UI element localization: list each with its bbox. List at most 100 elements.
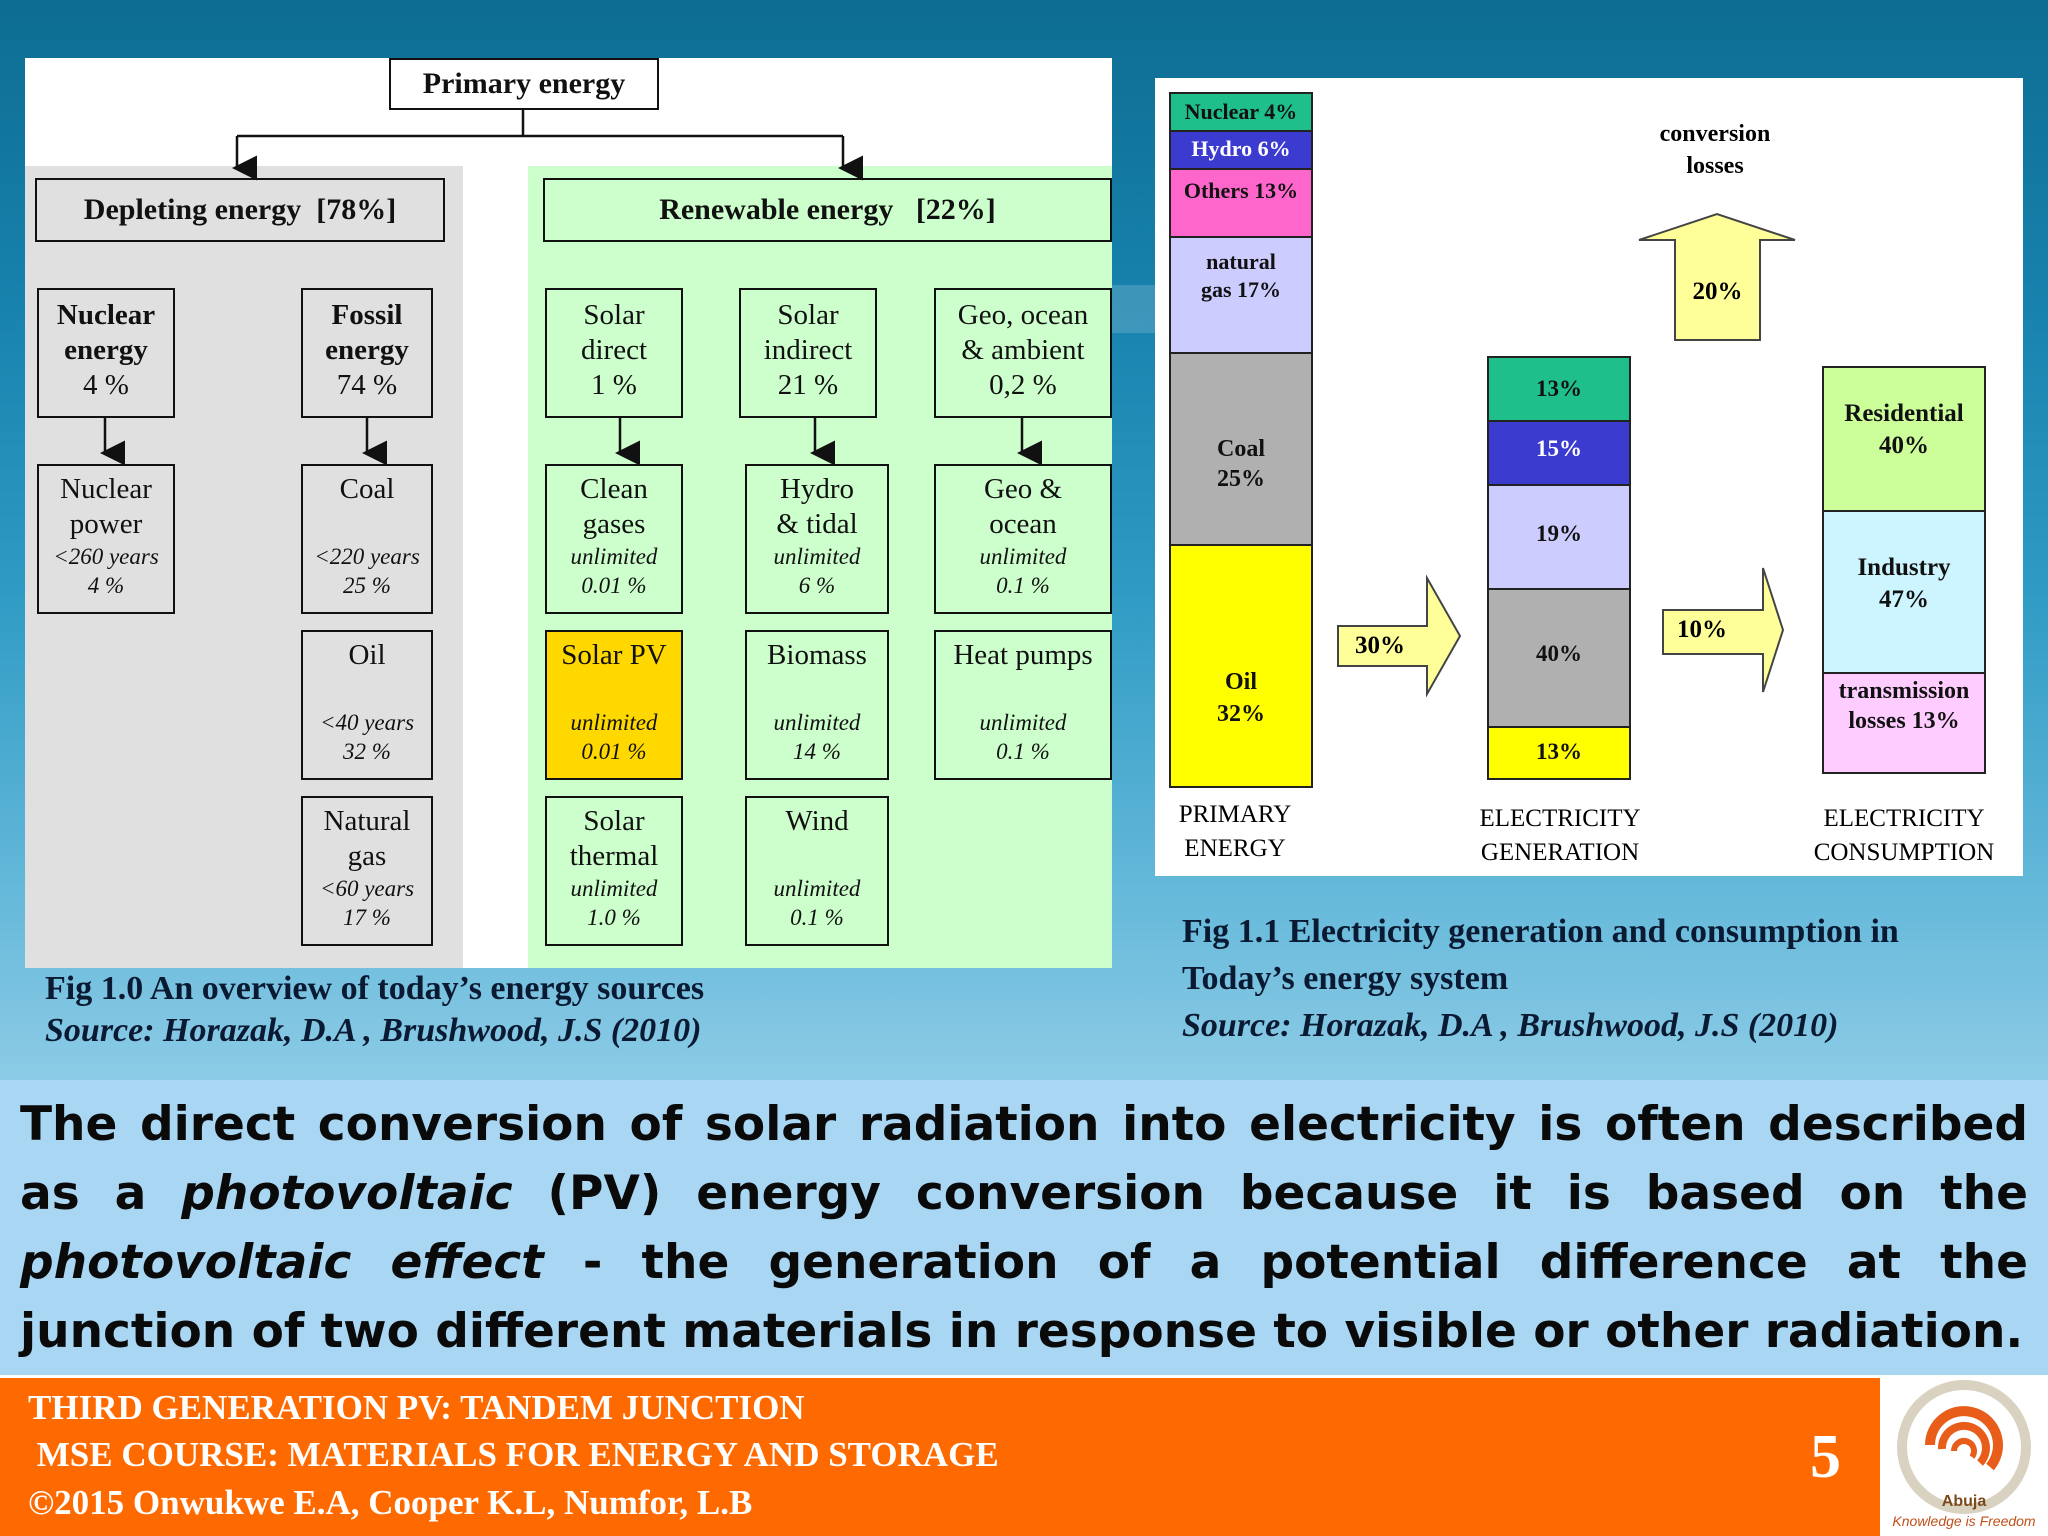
solar-pv-share: 0.01 % bbox=[581, 739, 647, 764]
generation-label-5: 13% bbox=[1536, 739, 1582, 764]
geo-ambient-line2: & ambient bbox=[961, 334, 1085, 366]
body-text-3: - the generation of a potential differen… bbox=[20, 1235, 2028, 1359]
fossil-energy-line2: energy bbox=[325, 334, 409, 366]
solar-pv-name: Solar PV bbox=[561, 639, 667, 671]
solar-indirect-share: 21 % bbox=[777, 369, 839, 401]
figure-1-0-source: Source: Horazak, D.A , Brushwood, J.S (2… bbox=[45, 1012, 702, 1049]
geo-ambient-share: 0,2 % bbox=[989, 369, 1057, 401]
depleting-energy-box: Depleting energy [78%] bbox=[35, 178, 445, 242]
geo-ocean-share: 0.1 % bbox=[996, 573, 1050, 598]
biomass-name: Biomass bbox=[767, 639, 867, 671]
loss-percent: 20% bbox=[1692, 278, 1743, 305]
primary-oil-label: Oil 32% bbox=[1217, 669, 1265, 727]
figure-1-0-title: Fig 1.0 An overview of today’s energy so… bbox=[45, 970, 705, 1007]
footer-bar bbox=[0, 1375, 1880, 1536]
body-text-background bbox=[0, 1080, 2048, 1375]
consumption-arrow bbox=[1662, 567, 1785, 693]
solar-indirect-line2: indirect bbox=[763, 334, 853, 366]
geo-ocean-box: Geo & ocean unlimited 0.1 % bbox=[934, 464, 1112, 614]
heat-pumps-life: unlimited bbox=[979, 710, 1067, 735]
generation-arrow bbox=[1337, 574, 1462, 698]
renewable-energy-label: Renewable energy [22%] bbox=[659, 193, 996, 226]
nuclear-power-box: Nuclear power <260 years 4 % bbox=[37, 464, 175, 614]
primary-energy-box: Primary energy bbox=[389, 58, 659, 110]
clean-gases-line1: Clean bbox=[580, 473, 648, 505]
nuclear-power-share: 4 % bbox=[87, 573, 125, 598]
generation-arrow-percent: 30% bbox=[1355, 632, 1405, 659]
hydro-tidal-box: Hydro & tidal unlimited 6 % bbox=[745, 464, 889, 614]
solar-direct-share: 1 % bbox=[591, 369, 637, 401]
generation-axis-label: ELECTRICITY GENERATION bbox=[1455, 802, 1665, 870]
body-paragraph: The direct conversion of solar radiation… bbox=[20, 1090, 2028, 1366]
hydro-tidal-line2: & tidal bbox=[776, 508, 858, 540]
footer-line-3: ©2015 Onwukwe E.A, Cooper K.L, Numfor, L… bbox=[28, 1483, 753, 1522]
generation-segment-3: 19% bbox=[1487, 486, 1631, 590]
figure-1-1-source: Source: Horazak, D.A , Brushwood, J.S (2… bbox=[1182, 1007, 1839, 1044]
generation-segment-5: 13% bbox=[1487, 728, 1631, 780]
nuclear-power-line1: Nuclear bbox=[60, 473, 152, 505]
primary-coal-label: Coal 25% bbox=[1217, 436, 1265, 492]
hydro-tidal-line1: Hydro bbox=[779, 473, 855, 505]
figure-1-1-caption: Fig 1.1 Electricity generation and consu… bbox=[1182, 908, 2042, 1049]
generation-label-3: 19% bbox=[1536, 521, 1582, 546]
tree-connectors bbox=[100, 110, 1042, 466]
primary-coal-segment: Coal 25% bbox=[1169, 354, 1313, 546]
nuclear-power-life: <260 years bbox=[53, 544, 159, 569]
nuclear-energy-line2: energy bbox=[64, 334, 148, 366]
heat-pumps-name: Heat pumps bbox=[953, 639, 1093, 671]
conversion-losses-line2: losses bbox=[1686, 153, 1744, 179]
geo-ocean-line1: Geo & bbox=[983, 473, 1063, 505]
generation-axis-line2: GENERATION bbox=[1480, 839, 1640, 866]
biomass-box: Biomass unlimited 14 % bbox=[745, 630, 889, 780]
figure-electricity-flow: Nuclear 4% Hydro 6% Others 13% natural g… bbox=[1155, 78, 2023, 876]
consumption-axis-label: ELECTRICITY CONSUMPTION bbox=[1795, 802, 2013, 870]
consumption-arrow-percent: 10% bbox=[1677, 616, 1727, 643]
hydro-tidal-share: 6 % bbox=[798, 573, 836, 598]
wind-box: Wind unlimited 0.1 % bbox=[745, 796, 889, 946]
solar-pv-life: unlimited bbox=[570, 710, 658, 735]
generation-label-1: 13% bbox=[1536, 376, 1582, 401]
generation-label-2: 15% bbox=[1536, 436, 1582, 461]
depleting-energy-label: Depleting energy [78%] bbox=[83, 193, 397, 226]
natural-gas-share: 17 % bbox=[343, 905, 391, 930]
generation-label-4: 40% bbox=[1536, 641, 1582, 666]
biomass-life: unlimited bbox=[773, 710, 861, 735]
body-text-1: The direct conversion of solar radiation… bbox=[20, 1097, 2028, 1221]
nuclear-power-line2: power bbox=[69, 508, 143, 540]
geo-ocean-ambient-box: Geo, ocean & ambient 0,2 % bbox=[934, 288, 1112, 418]
figure-1-1-title-line2: Today’s energy system bbox=[1182, 960, 1509, 997]
footer-line-1: THIRD GENERATION PV: TANDEM JUNCTION bbox=[28, 1388, 805, 1427]
nuclear-energy-box: Nuclear energy 4 % bbox=[37, 288, 175, 418]
coal-name: Coal bbox=[339, 473, 395, 505]
university-logo: Abuja Knowledge is Freedom bbox=[1880, 1375, 2048, 1536]
hydro-tidal-life: unlimited bbox=[773, 544, 861, 569]
primary-nuclear-label: Nuclear 4% bbox=[1184, 99, 1298, 124]
figure-energy-sources: Primary energy Depleting energy [78%] Re… bbox=[25, 58, 1112, 968]
natural-gas-line1: Natural bbox=[323, 805, 411, 837]
fossil-energy-box: Fossil energy 74 % bbox=[301, 288, 433, 418]
solar-direct-line2: direct bbox=[580, 334, 647, 366]
logo-motto-text: Knowledge is Freedom bbox=[1892, 1513, 2036, 1529]
conversion-losses-label: conversion losses bbox=[1635, 118, 1795, 182]
coal-share: 25 % bbox=[343, 573, 391, 598]
primary-natural-gas-label: natural gas 17% bbox=[1200, 249, 1282, 302]
solar-pv-box: Solar PV unlimited 0.01 % bbox=[545, 630, 683, 780]
renewable-energy-box: Renewable energy [22%] bbox=[543, 178, 1112, 242]
fossil-energy-line1: Fossil bbox=[331, 299, 403, 331]
conversion-loss-arrow bbox=[1638, 212, 1796, 341]
consumption-residential-label: Residential 40% bbox=[1844, 400, 1964, 459]
primary-hydro-segment: Hydro 6% bbox=[1169, 132, 1313, 170]
primary-axis-line1: PRIMARY bbox=[1178, 801, 1292, 828]
figure-1-1-title-line1: Fig 1.1 Electricity generation and consu… bbox=[1182, 913, 1899, 950]
coal-box: Coal <220 years 25 % bbox=[301, 464, 433, 614]
clean-gases-share: 0.01 % bbox=[581, 573, 647, 598]
primary-axis-line2: ENERGY bbox=[1184, 835, 1286, 862]
generation-axis-line1: ELECTRICITY bbox=[1479, 805, 1641, 832]
solar-thermal-line2: thermal bbox=[569, 840, 659, 872]
solar-thermal-box: Solar thermal unlimited 1.0 % bbox=[545, 796, 683, 946]
fossil-energy-share: 74 % bbox=[336, 369, 398, 401]
solar-indirect-line1: Solar bbox=[777, 299, 839, 331]
primary-energy-axis-label: PRIMARY ENERGY bbox=[1155, 798, 1315, 866]
body-text-2: (PV) energy conversion because it is bas… bbox=[512, 1166, 2028, 1221]
solar-thermal-line1: Solar bbox=[583, 805, 645, 837]
